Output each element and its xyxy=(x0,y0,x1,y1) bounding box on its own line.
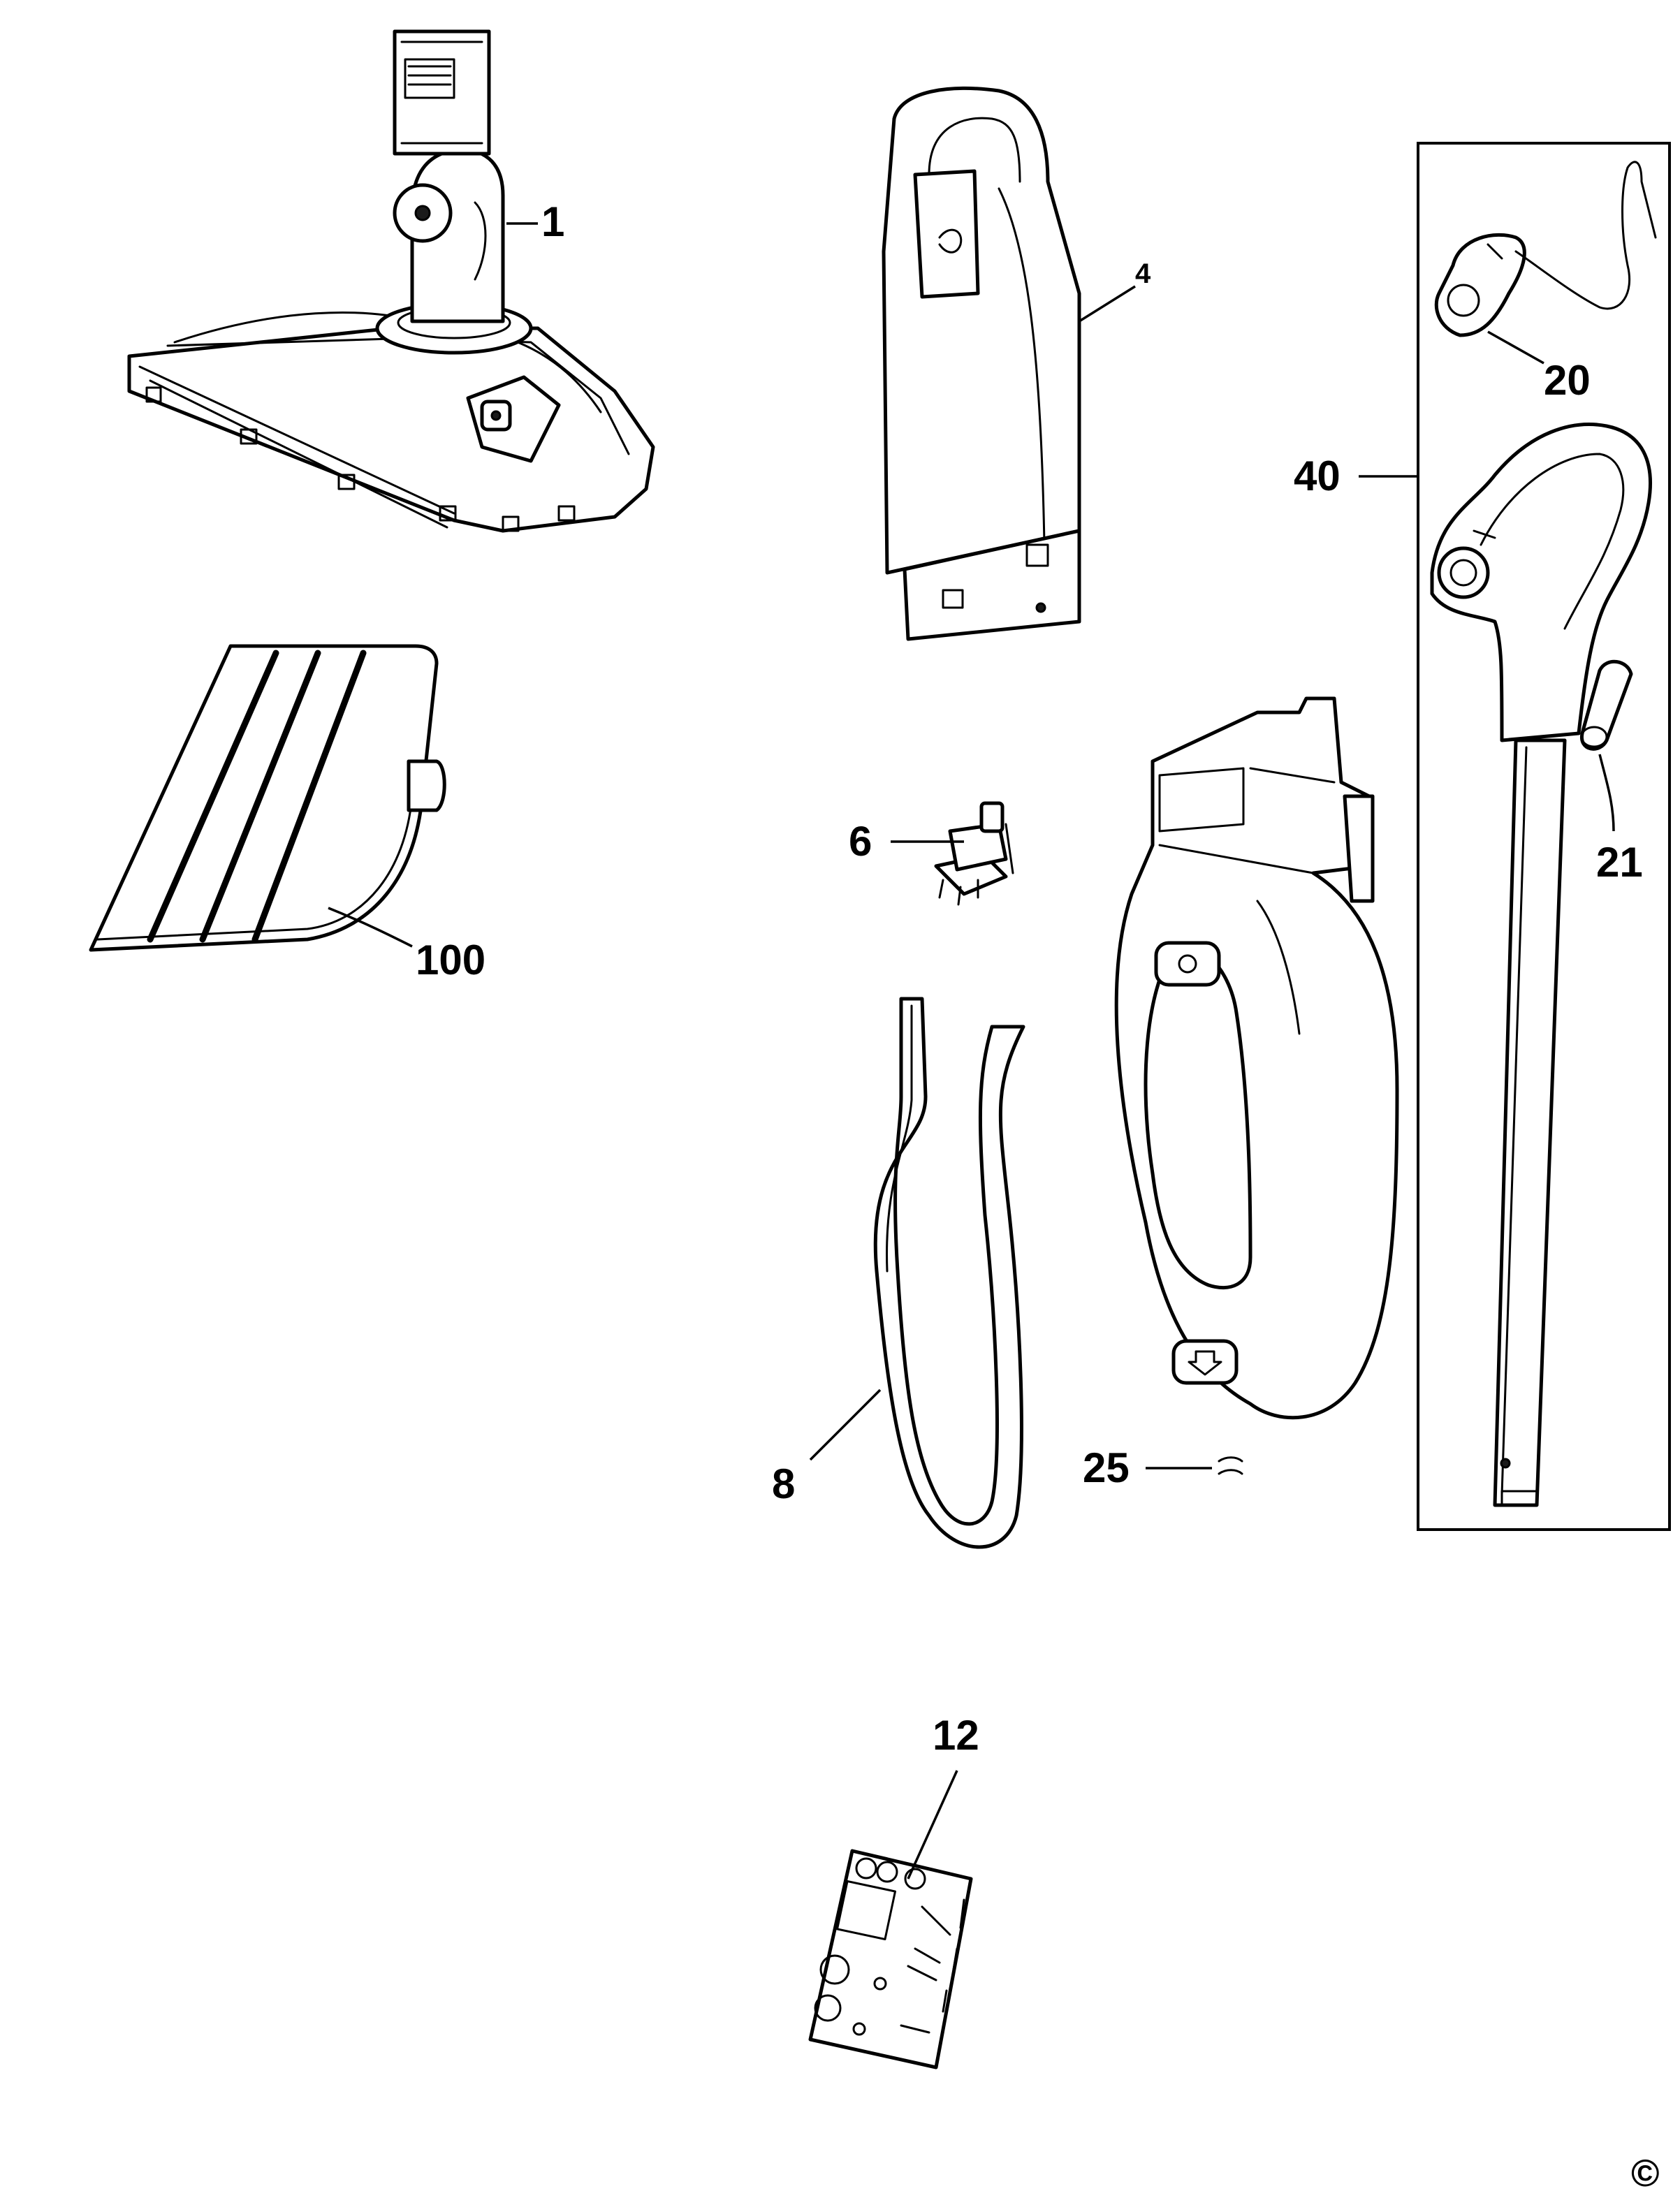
part-8-seal xyxy=(873,997,1025,1549)
main-body-housing xyxy=(1114,696,1399,1420)
callout-12: 12 xyxy=(933,1712,979,1759)
leader-21 xyxy=(1598,754,1615,832)
leader-100 xyxy=(328,907,413,948)
callout-25: 25 xyxy=(1083,1444,1130,1491)
part-100-mop-pad xyxy=(89,644,446,952)
part-1-floor-head xyxy=(127,29,655,533)
callout-20: 20 xyxy=(1544,357,1591,404)
callout-100: 100 xyxy=(416,937,485,983)
callout-6: 6 xyxy=(849,818,872,865)
leader-8 xyxy=(809,1389,882,1461)
copyright-mark: © xyxy=(1631,2151,1660,2195)
part-21-sleeve xyxy=(1580,659,1633,751)
callout-40: 40 xyxy=(1294,453,1341,499)
part-40-handle-and-tube xyxy=(1430,423,1652,1507)
leader-20 xyxy=(1487,330,1544,365)
leader-12 xyxy=(907,1770,958,1880)
part-12-label-sheet xyxy=(808,1849,973,2069)
part-25-springs xyxy=(1218,1456,1243,1475)
part-4-water-tank xyxy=(882,86,1081,641)
part-20-trigger-with-wire xyxy=(1434,161,1657,337)
leader-4 xyxy=(1079,285,1136,323)
assembly-40-frame xyxy=(1417,142,1671,1531)
callout-21: 21 xyxy=(1596,839,1643,886)
part-6-switch xyxy=(934,801,1014,906)
callout-1: 1 xyxy=(541,198,564,245)
callout-4: 4 xyxy=(1135,258,1151,289)
callout-8: 8 xyxy=(772,1460,795,1507)
